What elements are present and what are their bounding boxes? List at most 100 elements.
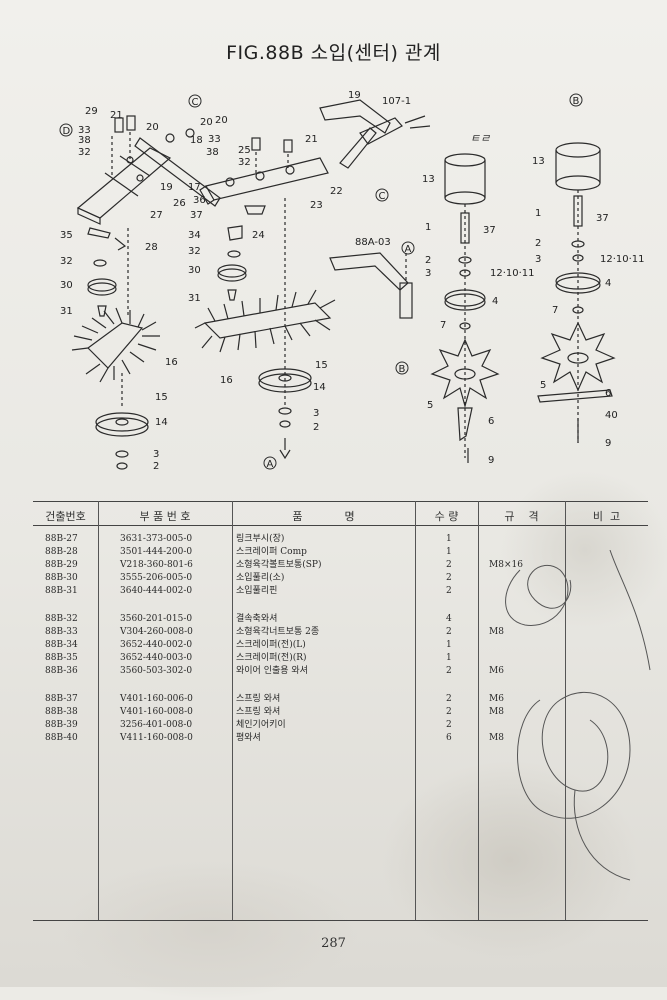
svg-text:15: 15 bbox=[315, 360, 328, 371]
svg-text:17: 17 bbox=[188, 182, 201, 193]
svg-text:33: 33 bbox=[78, 125, 91, 136]
svg-text:3: 3 bbox=[313, 408, 319, 419]
table-top-rule bbox=[33, 501, 648, 502]
svg-text:1: 1 bbox=[535, 208, 541, 219]
svg-text:31: 31 bbox=[188, 293, 201, 304]
svg-text:27: 27 bbox=[150, 210, 163, 221]
svg-text:13: 13 bbox=[532, 156, 545, 167]
svg-text:14: 14 bbox=[313, 382, 326, 393]
svg-text:9: 9 bbox=[605, 438, 611, 449]
svg-text:30: 30 bbox=[60, 280, 73, 291]
svg-text:20: 20 bbox=[200, 117, 213, 128]
table-bottom-rule bbox=[33, 920, 648, 921]
svg-text:38: 38 bbox=[78, 135, 91, 146]
svg-text:16: 16 bbox=[220, 375, 233, 386]
svg-text:38: 38 bbox=[206, 147, 219, 158]
svg-text:37: 37 bbox=[190, 210, 203, 221]
svg-text:30: 30 bbox=[188, 265, 201, 276]
header-part-no: 부 품 번 호 bbox=[139, 510, 191, 523]
handwritten-note: ㅌㄹ bbox=[470, 132, 490, 145]
svg-text:6: 6 bbox=[605, 388, 611, 399]
svg-text:34: 34 bbox=[188, 230, 201, 241]
svg-text:18: 18 bbox=[190, 135, 203, 146]
svg-text:32: 32 bbox=[78, 147, 91, 158]
svg-text:20: 20 bbox=[146, 122, 159, 133]
header-remarks: 비 고 bbox=[592, 510, 621, 523]
svg-text:24: 24 bbox=[252, 230, 265, 241]
svg-text:3: 3 bbox=[535, 254, 541, 265]
svg-text:7: 7 bbox=[440, 320, 446, 331]
svg-text:35: 35 bbox=[60, 230, 73, 241]
svg-text:32: 32 bbox=[238, 157, 251, 168]
svg-text:6: 6 bbox=[488, 416, 494, 427]
svg-text:15: 15 bbox=[155, 392, 168, 403]
svg-text:C: C bbox=[379, 191, 386, 202]
svg-text:19: 19 bbox=[348, 90, 361, 101]
page-number: 287 bbox=[321, 936, 346, 951]
svg-text:7: 7 bbox=[552, 305, 558, 316]
svg-text:2: 2 bbox=[425, 255, 431, 266]
svg-text:19: 19 bbox=[160, 182, 173, 193]
svg-text:A: A bbox=[267, 459, 274, 470]
svg-text:20: 20 bbox=[215, 115, 228, 126]
svg-text:37: 37 bbox=[596, 213, 609, 224]
svg-text:12·10·11: 12·10·11 bbox=[600, 254, 645, 265]
svg-text:B: B bbox=[573, 96, 580, 107]
svg-text:4: 4 bbox=[492, 296, 498, 307]
svg-text:C: C bbox=[192, 97, 199, 108]
svg-text:2: 2 bbox=[313, 422, 319, 433]
svg-text:16: 16 bbox=[165, 357, 178, 368]
header-part-name: 품 명 bbox=[292, 510, 355, 523]
svg-text:31: 31 bbox=[60, 306, 73, 317]
figure-title: FIG.88B 소입(센터) 관계 bbox=[226, 42, 441, 64]
svg-text:13: 13 bbox=[422, 174, 435, 185]
svg-text:40: 40 bbox=[605, 410, 618, 421]
svg-text:14: 14 bbox=[155, 417, 168, 428]
svg-text:3: 3 bbox=[425, 268, 431, 279]
callout-letters: DCC AAB B bbox=[63, 96, 580, 470]
table-header-rule bbox=[33, 525, 648, 526]
svg-text:3: 3 bbox=[153, 449, 159, 460]
svg-text:22: 22 bbox=[330, 186, 343, 197]
svg-text:D: D bbox=[63, 126, 71, 137]
svg-text:29: 29 bbox=[85, 106, 98, 117]
header-spec: 규 격 bbox=[504, 510, 539, 523]
svg-text:A: A bbox=[405, 244, 412, 255]
svg-text:37: 37 bbox=[483, 225, 496, 236]
svg-text:107-1: 107-1 bbox=[382, 96, 411, 107]
svg-text:25: 25 bbox=[238, 145, 251, 156]
svg-text:21: 21 bbox=[110, 110, 123, 121]
svg-text:4: 4 bbox=[605, 278, 611, 289]
svg-text:32: 32 bbox=[188, 246, 201, 257]
svg-text:12·10·11: 12·10·11 bbox=[490, 268, 535, 279]
svg-text:26: 26 bbox=[173, 198, 186, 209]
header-quantity: 수 량 bbox=[434, 510, 459, 523]
svg-text:5: 5 bbox=[540, 380, 546, 391]
svg-text:32: 32 bbox=[60, 256, 73, 267]
svg-text:33: 33 bbox=[208, 134, 221, 145]
svg-text:2: 2 bbox=[153, 461, 159, 472]
svg-text:2: 2 bbox=[535, 238, 541, 249]
svg-text:5: 5 bbox=[427, 400, 433, 411]
svg-text:21: 21 bbox=[305, 134, 318, 145]
svg-text:23: 23 bbox=[310, 200, 323, 211]
svg-text:88A-03: 88A-03 bbox=[355, 237, 391, 248]
svg-text:28: 28 bbox=[145, 242, 158, 253]
svg-text:36: 36 bbox=[193, 195, 206, 206]
